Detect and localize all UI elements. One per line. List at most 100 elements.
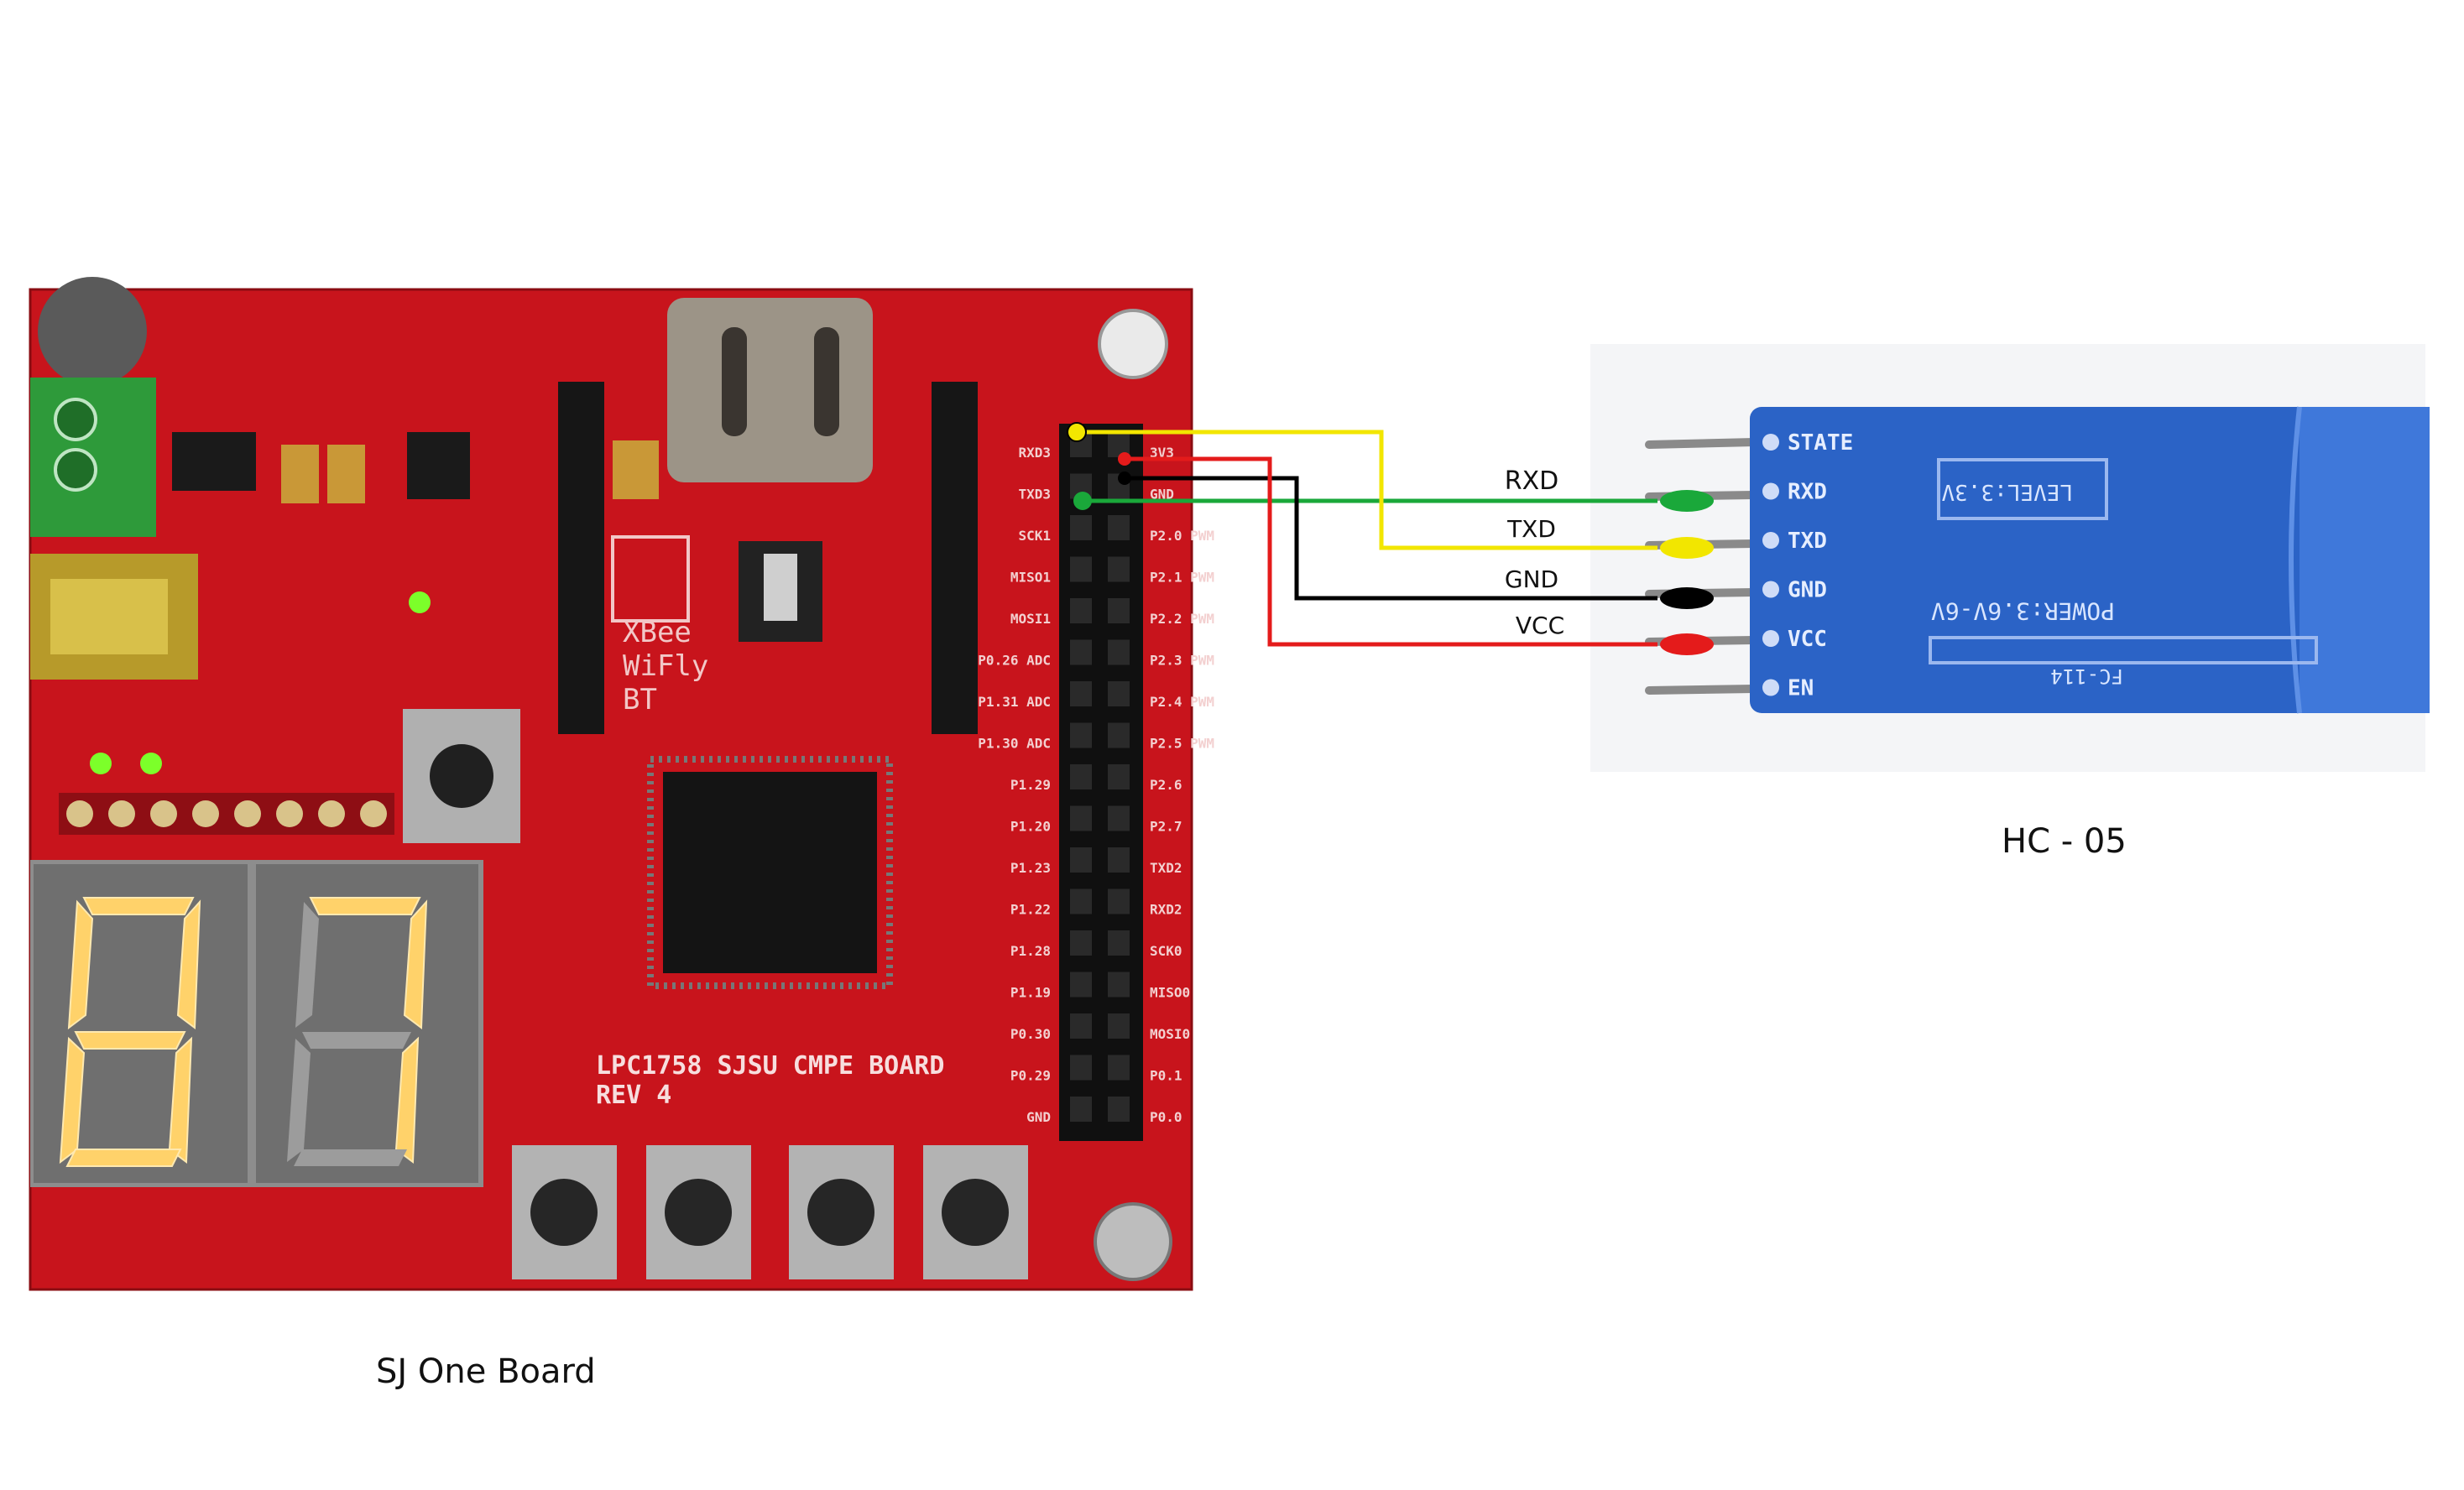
header-pin: [1070, 764, 1092, 789]
gpio-right-pin-label: P2.1 PWM: [1150, 570, 1214, 586]
header-pin: [1108, 722, 1130, 748]
gpio-right-pin-label: P2.5 PWM: [1150, 736, 1214, 752]
header-pin: [1108, 1013, 1130, 1039]
gpio-right-pin-label: SCK0: [1150, 943, 1182, 959]
gnd-clip: [1660, 587, 1714, 609]
gpio-left-pin-label: MOSI1: [1010, 611, 1051, 627]
rxd-start-dot: [1073, 492, 1092, 510]
xbee-header-left: [558, 382, 604, 734]
gpio-left-pin-label: SCK1: [1018, 528, 1051, 544]
board-caption: SJ One Board: [376, 1352, 596, 1391]
gpio-left-pin-label: P1.30 ADC: [978, 736, 1051, 752]
header-pin: [1070, 805, 1092, 831]
gpio-right-pin-label: P2.4 PWM: [1150, 694, 1214, 710]
hc05-pin-pad: [1762, 482, 1779, 500]
vcc-clip: [1660, 633, 1714, 655]
led-power: [90, 753, 112, 774]
gpio-left-pin-label: P1.19: [1010, 985, 1051, 1001]
mounting-hole: [38, 277, 147, 386]
header-pin: [1070, 930, 1092, 956]
board-rev-label: REV 4: [596, 1081, 671, 1110]
level-text: LEVEL:3.3V: [1941, 479, 2073, 504]
led-green: [409, 591, 431, 613]
gpio-left-pin-label: P1.31 ADC: [978, 694, 1051, 710]
gpio-right-pin-label: P2.6: [1150, 777, 1182, 793]
hc05-pin-pad: [1762, 630, 1779, 647]
push-buttons: [512, 1145, 1028, 1279]
hc05-pin-pad: [1762, 532, 1779, 549]
gpio-left-pin-label: P1.23: [1010, 860, 1051, 876]
header-pin: [1108, 639, 1130, 665]
rxd-clip: [1660, 490, 1714, 512]
gpio-right-pin-label: MISO0: [1150, 985, 1190, 1001]
gpio-right-pin-label: P2.0 PWM: [1150, 528, 1214, 544]
wire-gnd: [1125, 476, 1657, 601]
header-pin: [1108, 1097, 1130, 1122]
header-pin: [1108, 888, 1130, 914]
header-pin: [1070, 681, 1092, 706]
gpio-right-pin-label: P0.1: [1150, 1068, 1182, 1084]
gpio-left-pin-label: P0.30: [1010, 1026, 1051, 1042]
header-pin: [1070, 1013, 1092, 1039]
bt-label: BT: [623, 683, 657, 716]
power-text: POWER:3.6V-6V: [1931, 597, 2115, 625]
header-pin: [1108, 515, 1130, 540]
wire-label-gnd: GND: [1505, 565, 1558, 593]
gpio-left-pin-label: MISO1: [1010, 570, 1051, 586]
gpio-right-pin-label: P2.7: [1150, 819, 1182, 835]
module-caption: HC - 05: [2002, 822, 2127, 861]
gpio-left-pin-label: P1.20: [1010, 819, 1051, 835]
txd-clip: [1660, 537, 1714, 559]
hc05-pin-pad: [1762, 679, 1779, 696]
gpio-left-pin-label: P0.26 ADC: [978, 653, 1051, 669]
header-pin: [1108, 972, 1130, 998]
gpio-left-pin-label: P0.29: [1010, 1068, 1051, 1084]
header-pin: [1108, 681, 1130, 706]
gpio-left-pin-label: TXD3: [1018, 487, 1051, 503]
gpio-left-pin-label: P1.28: [1010, 943, 1051, 959]
wifly-label: WiFly: [623, 649, 708, 683]
sj-one-board-photo: XBee WiFly BT: [29, 277, 1214, 1291]
header-pin: [1070, 598, 1092, 623]
hc05-pin-pad: [1762, 581, 1779, 598]
model-text: FC-114: [2050, 664, 2123, 688]
seven-segment-display: [30, 860, 483, 1187]
led-fusc: [140, 753, 162, 774]
wire-label-vcc: VCC: [1516, 612, 1564, 639]
lpc1758-mcu: [663, 772, 877, 973]
gpio-right-pin-label: MOSI0: [1150, 1026, 1190, 1042]
board-title-label: LPC1758 SJSU CMPE BOARD: [596, 1051, 944, 1081]
wire-txd: [1077, 430, 1657, 550]
hc05-pin-label: VCC: [1788, 627, 1827, 652]
wire-end-caps: [1067, 422, 1714, 655]
hc05-pin-pad: [1762, 434, 1779, 451]
header-pin: [1108, 847, 1130, 873]
header-pin: [1070, 1097, 1092, 1122]
header-pin: [1070, 888, 1092, 914]
hc05-pin-label: GND: [1788, 578, 1827, 603]
gnd-start-dot: [1118, 471, 1131, 485]
wire-label-txd: TXD: [1506, 515, 1556, 543]
header-pin: [1070, 556, 1092, 582]
gpio-right-pin-label: RXD2: [1150, 902, 1182, 918]
vcc-start-dot: [1118, 452, 1131, 466]
header-pin: [1070, 515, 1092, 540]
gpio-left-pin-label: RXD3: [1018, 445, 1051, 461]
header-pin: [1070, 847, 1092, 873]
header-pin: [1070, 1055, 1092, 1081]
gpio-left-pin-label: P1.29: [1010, 777, 1051, 793]
hc05-pin-label: TXD: [1788, 529, 1827, 554]
xbee-header-right: [932, 382, 978, 734]
gpio-right-pin-label: P2.3 PWM: [1150, 653, 1214, 669]
header-pin: [1108, 598, 1130, 623]
jtag-header: [59, 793, 394, 835]
header-pin: [1070, 972, 1092, 998]
txd-start-dot: [1067, 422, 1087, 442]
gpio-right-pin-label: 3V3: [1150, 445, 1174, 461]
gpio-right-pin-label: P0.0: [1150, 1109, 1182, 1125]
